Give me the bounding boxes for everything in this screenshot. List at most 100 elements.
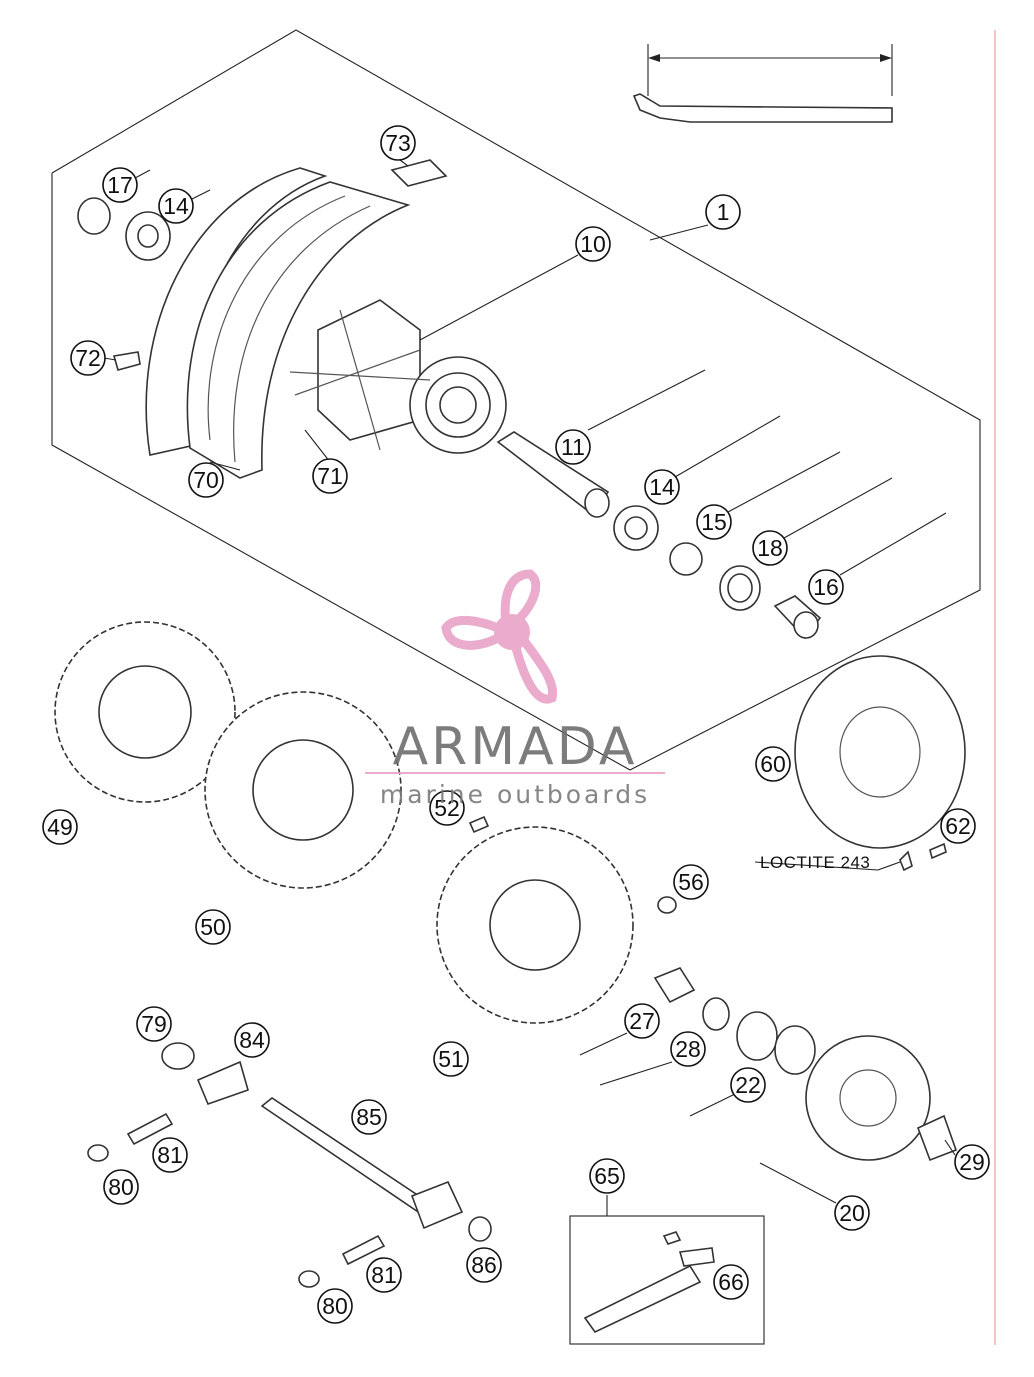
callout-label: 79 [141, 1011, 167, 1037]
callout-14-right: 14 [644, 469, 680, 505]
callout-18: 18 [752, 530, 788, 566]
callout-label: 10 [580, 231, 606, 257]
callout-label: 27 [629, 1008, 655, 1034]
adjuster-bolt-bottom-drawing [341, 1234, 386, 1266]
callout-label: 86 [471, 1252, 497, 1278]
callout-label: 65 [594, 1163, 620, 1189]
callout-56: 56 [673, 864, 709, 900]
loctite-note: LOCTITE 243 [760, 853, 870, 872]
callout-label: 80 [108, 1174, 134, 1200]
screw-62-drawing [899, 842, 947, 872]
rim-tape-drawing [390, 159, 448, 187]
callout-label: 50 [200, 914, 226, 940]
callout-label: 81 [371, 1262, 397, 1288]
callout-label: 62 [945, 813, 971, 839]
callout-86: 86 [466, 1247, 502, 1283]
adjuster-nut-top-drawing [87, 1144, 109, 1162]
callout-label: 14 [649, 474, 675, 500]
callout-22: 22 [730, 1067, 766, 1103]
callout-label: 56 [678, 869, 704, 895]
callout-label: 81 [157, 1142, 183, 1168]
callout-label: 73 [385, 130, 411, 156]
propeller-logo-icon [441, 569, 558, 704]
callout-29: 29 [954, 1144, 990, 1180]
axle-drawing [260, 1097, 464, 1230]
sprocket-50-drawing [204, 691, 402, 889]
callout-20: 20 [834, 1195, 870, 1231]
callout-label: 18 [757, 535, 783, 561]
watermark-brand: ARMADA [393, 717, 638, 777]
callout-79: 79 [136, 1006, 172, 1042]
callout-70: 70 [188, 462, 224, 498]
nut-top-drawing [161, 1042, 195, 1070]
callout-1: 1 [705, 194, 741, 230]
adjuster-nut-bottom-drawing [298, 1270, 320, 1288]
callout-label: 15 [701, 509, 727, 535]
bearing-left-drawing [125, 211, 171, 261]
leader-lines [103, 159, 956, 1216]
callout-16: 16 [808, 569, 844, 605]
callout-11: 11 [555, 429, 591, 465]
callout-label: 16 [813, 574, 839, 600]
callout-label: 84 [239, 1027, 265, 1053]
chain-kit-box [569, 1215, 765, 1345]
chain-adjuster-drawing [196, 1060, 249, 1106]
callout-50: 50 [195, 909, 231, 945]
callout-27: 27 [624, 1003, 660, 1039]
callout-73: 73 [380, 125, 416, 161]
callout-62: 62 [940, 808, 976, 844]
callout-label: 51 [438, 1046, 464, 1072]
callout-label: 22 [735, 1072, 761, 1098]
callout-81-bottom: 81 [366, 1257, 402, 1293]
callout-71: 71 [312, 458, 348, 494]
callout-14-left: 14 [158, 188, 194, 224]
callout-85: 85 [351, 1099, 387, 1135]
callout-label: 11 [561, 434, 585, 460]
spacer-right-drawing [773, 595, 822, 640]
callout-label: 80 [322, 1293, 348, 1319]
callout-label: 49 [47, 814, 73, 840]
damper-rubber-drawing [916, 1114, 958, 1162]
axle-spacer-drawing [496, 431, 610, 518]
sprocket-49-drawing [54, 621, 236, 803]
callout-66: 66 [713, 1264, 749, 1300]
spacer-left-drawing [77, 197, 111, 235]
sprocket-carrier-drawing [805, 1035, 931, 1161]
callout-60: 60 [755, 746, 791, 782]
callout-80-bottom: 80 [317, 1288, 353, 1324]
axle-cap-drawing [468, 1216, 492, 1242]
callout-label: 52 [434, 795, 460, 821]
watermark-tagline: marine outboards [380, 780, 650, 809]
callout-label: 17 [107, 172, 133, 198]
sprocket-51-drawing [436, 826, 634, 1024]
callout-label: 20 [839, 1200, 865, 1226]
bolt-52-drawing [468, 815, 490, 834]
callout-80-top: 80 [103, 1169, 139, 1205]
callout-49: 49 [42, 809, 78, 845]
callout-label: 60 [760, 751, 786, 777]
seal-ring-drawing [719, 565, 761, 611]
watermark: ARMADA marine outboards [365, 569, 665, 809]
callout-label: 1 [717, 199, 730, 225]
carrier-seal-drawing [702, 997, 730, 1031]
rim-drawing [145, 167, 411, 479]
callout-label: 29 [959, 1149, 985, 1175]
bearing-right-drawing [613, 505, 659, 551]
callout-84: 84 [234, 1022, 270, 1058]
callout-label: 70 [193, 467, 219, 493]
callout-72: 72 [70, 340, 106, 376]
callout-label: 28 [675, 1036, 701, 1062]
callout-label: 72 [75, 345, 101, 371]
callout-label: 71 [317, 463, 343, 489]
callout-81-top: 81 [152, 1137, 188, 1173]
callout-17: 17 [102, 167, 138, 203]
brake-disc-drawing [794, 655, 966, 849]
callout-label: 66 [718, 1269, 744, 1295]
nut-56-drawing [657, 896, 677, 914]
wheel-assembly-frame [51, 29, 981, 771]
valve-drawing [112, 351, 141, 371]
hub-drawing [289, 299, 507, 454]
callout-label: 14 [163, 193, 189, 219]
callout-52: 52 [429, 790, 465, 826]
